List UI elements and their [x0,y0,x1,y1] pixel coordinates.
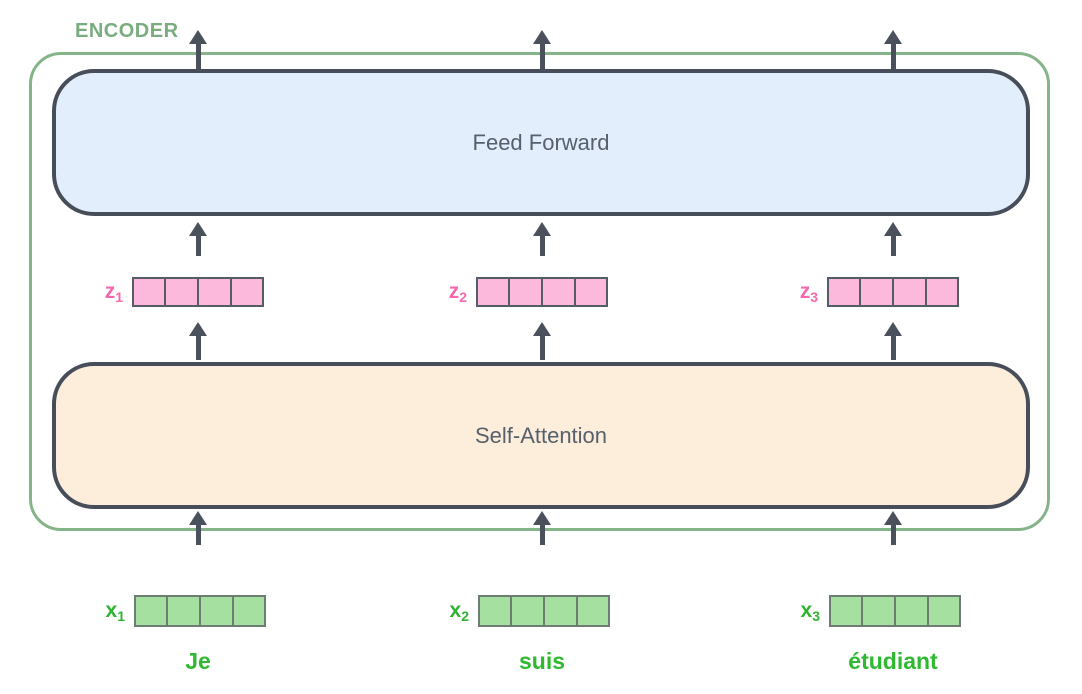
arrow-shaft [195,335,201,360]
z1-label: z1 [104,280,123,305]
up-arrow-icon [884,222,902,256]
arrow-head [884,30,902,44]
vector-cell [829,595,862,627]
vector-cell [542,277,575,307]
arrow-head [189,322,207,336]
x1-vector [134,595,266,627]
arrow-head [189,30,207,44]
arrow-shaft [890,235,896,256]
vector-cell [827,277,860,307]
z2-vector [476,277,608,307]
arrow-head [533,30,551,44]
vector-cell [544,595,577,627]
up-arrow-icon [189,222,207,256]
vector-cell [231,277,264,307]
vector-cell [478,595,511,627]
up-arrow-icon [533,511,551,545]
self-attention-block: Self-Attention [52,362,1030,509]
vector-cell [862,595,895,627]
arrow-shaft [195,43,201,69]
feed-forward-label: Feed Forward [472,129,610,155]
vector-cell [928,595,961,627]
vector-cell [926,277,959,307]
arrow-shaft [195,524,201,545]
feed-forward-block: Feed Forward [52,69,1030,216]
x3-vector [829,595,961,627]
vector-cell [134,595,167,627]
vector-cell [476,277,509,307]
input-word: étudiant [848,648,938,674]
arrow-shaft [890,335,896,360]
vector-cell [233,595,266,627]
z3-vector [827,277,959,307]
encoder-title: ENCODER [75,20,179,42]
up-arrow-icon [884,322,902,360]
up-arrow-icon [189,511,207,545]
arrow-head [533,322,551,336]
input-word: suis [518,648,566,674]
arrow-head [884,222,902,236]
arrow-head [533,511,551,525]
vector-cell [860,277,893,307]
arrow-shaft [539,235,545,256]
z2-label: z2 [448,280,467,305]
arrow-shaft [195,235,201,256]
arrow-shaft [539,524,545,545]
vector-cell [198,277,231,307]
z3-label: z3 [799,280,818,305]
up-arrow-icon [884,30,902,69]
up-arrow-icon [189,30,207,69]
up-arrow-icon [533,30,551,69]
arrow-head [884,511,902,525]
vector-cell [895,595,928,627]
arrow-head [189,222,207,236]
x3-label: x3 [800,599,820,624]
up-arrow-icon [533,222,551,256]
vector-cell [509,277,542,307]
vector-cell [575,277,608,307]
vector-cell [511,595,544,627]
vector-cell [200,595,233,627]
self-attention-label: Self-Attention [474,422,608,448]
up-arrow-icon [533,322,551,360]
vector-cell [577,595,610,627]
vector-cell [893,277,926,307]
arrow-shaft [539,43,545,69]
arrow-head [189,511,207,525]
up-arrow-icon [884,511,902,545]
arrow-shaft [890,524,896,545]
z1-vector [132,277,264,307]
x2-vector [478,595,610,627]
arrow-head [533,222,551,236]
input-word: Je [185,648,211,674]
arrow-shaft [890,43,896,69]
arrow-shaft [539,335,545,360]
x2-label: x2 [449,599,469,624]
up-arrow-icon [189,322,207,360]
arrow-head [884,322,902,336]
vector-cell [167,595,200,627]
x1-label: x1 [105,599,125,624]
vector-cell [132,277,165,307]
vector-cell [165,277,198,307]
